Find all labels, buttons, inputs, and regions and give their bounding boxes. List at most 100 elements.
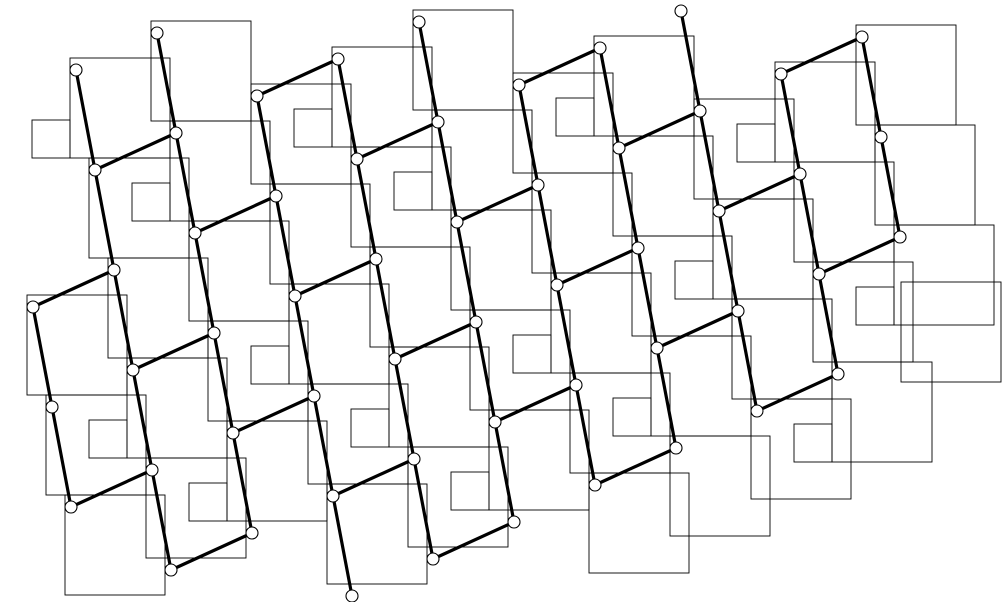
tile-rect-small <box>188 482 228 522</box>
tile-rect-small <box>793 423 833 463</box>
graph-node <box>774 67 788 81</box>
graph-edge <box>736 309 759 413</box>
graph-node <box>245 526 259 540</box>
graph-edge <box>231 394 316 435</box>
graph-node <box>631 241 645 255</box>
graph-node <box>893 230 907 244</box>
tile-rect <box>831 361 933 463</box>
graph-node <box>426 552 440 566</box>
graph-node <box>145 463 159 477</box>
graph-edge <box>374 257 397 361</box>
tile-rect-small <box>855 286 895 326</box>
graph-edge <box>417 20 440 124</box>
graph-node <box>350 152 364 166</box>
graph-edge <box>679 9 702 113</box>
graph-node <box>507 515 521 529</box>
graph-edge <box>112 268 135 372</box>
graph-edge <box>31 305 54 409</box>
graph-node <box>69 63 83 77</box>
graph-edge <box>536 183 559 287</box>
graph-node <box>45 400 59 414</box>
graph-node <box>712 204 726 218</box>
graph-node <box>331 52 345 66</box>
tile-rect-small <box>88 419 128 459</box>
graph-node <box>693 104 707 118</box>
graph-edge <box>517 83 540 187</box>
graph-edge <box>169 531 254 572</box>
graph-edge <box>93 131 178 172</box>
tile-rect-small <box>612 397 652 437</box>
graph-edge <box>131 368 154 472</box>
graph-edge <box>817 235 902 276</box>
graph-node <box>188 226 202 240</box>
tile-rect-small <box>555 97 595 137</box>
graph-edge <box>293 294 316 398</box>
graph-node <box>831 367 845 381</box>
graph-node <box>126 363 140 377</box>
graph-node <box>369 252 383 266</box>
graph-node <box>164 563 178 577</box>
graph-edge <box>574 383 597 487</box>
graph-edge <box>817 272 840 376</box>
graph-edge <box>493 383 578 424</box>
graph-edge <box>31 268 116 309</box>
graph-node <box>569 378 583 392</box>
tile-rect <box>750 398 852 500</box>
graph-node <box>531 178 545 192</box>
tile-rect-small <box>450 471 490 511</box>
graph-node <box>488 415 502 429</box>
graph-edge <box>131 331 216 372</box>
graph-edge <box>598 46 621 150</box>
graph-edge <box>798 172 821 276</box>
graph-edge <box>860 35 883 139</box>
tile-rect-small <box>131 182 171 222</box>
graph-edge <box>617 109 702 150</box>
graph-edge <box>193 194 278 235</box>
graph-edge <box>717 209 740 313</box>
tile-rect-small <box>674 260 714 300</box>
graph-edge <box>593 446 678 487</box>
graph-node <box>593 41 607 55</box>
graph-node <box>288 289 302 303</box>
graph-node <box>207 326 221 340</box>
graph-edge <box>474 320 497 424</box>
graph-edge <box>174 131 197 235</box>
graph-edge <box>455 183 540 224</box>
graph-edge <box>455 220 478 324</box>
tile-rect-small <box>350 408 390 448</box>
graph-node <box>407 452 421 466</box>
graph-edge <box>393 357 416 461</box>
graph-node <box>650 341 664 355</box>
graph-node <box>793 167 807 181</box>
graph-node <box>612 141 626 155</box>
graph-nodes <box>26 4 907 602</box>
graph-edge <box>274 194 297 298</box>
graph-edge <box>355 120 440 161</box>
graph-edge <box>393 320 478 361</box>
tile-rect-small <box>31 119 71 159</box>
graph-edge <box>69 468 154 509</box>
graph-node <box>326 489 340 503</box>
graph-edge <box>331 494 354 598</box>
graph-edge <box>655 309 740 350</box>
graph-edge <box>431 520 516 561</box>
graph-node <box>450 215 464 229</box>
tile-rect <box>900 281 1002 383</box>
graph-node <box>588 478 602 492</box>
graph-edge <box>255 57 340 98</box>
graph-node <box>731 304 745 318</box>
tile-rect-small <box>250 345 290 385</box>
graph-edge <box>74 68 97 172</box>
graph-edge <box>779 72 802 176</box>
graph-edge <box>698 109 721 213</box>
graph-edge <box>312 394 335 498</box>
graph-edge <box>517 46 602 87</box>
graph-node <box>26 300 40 314</box>
tile-rect-small <box>512 334 552 374</box>
graph-node <box>550 278 564 292</box>
graph-node <box>150 26 164 40</box>
graph-edges <box>31 9 902 598</box>
graph-node <box>388 352 402 366</box>
